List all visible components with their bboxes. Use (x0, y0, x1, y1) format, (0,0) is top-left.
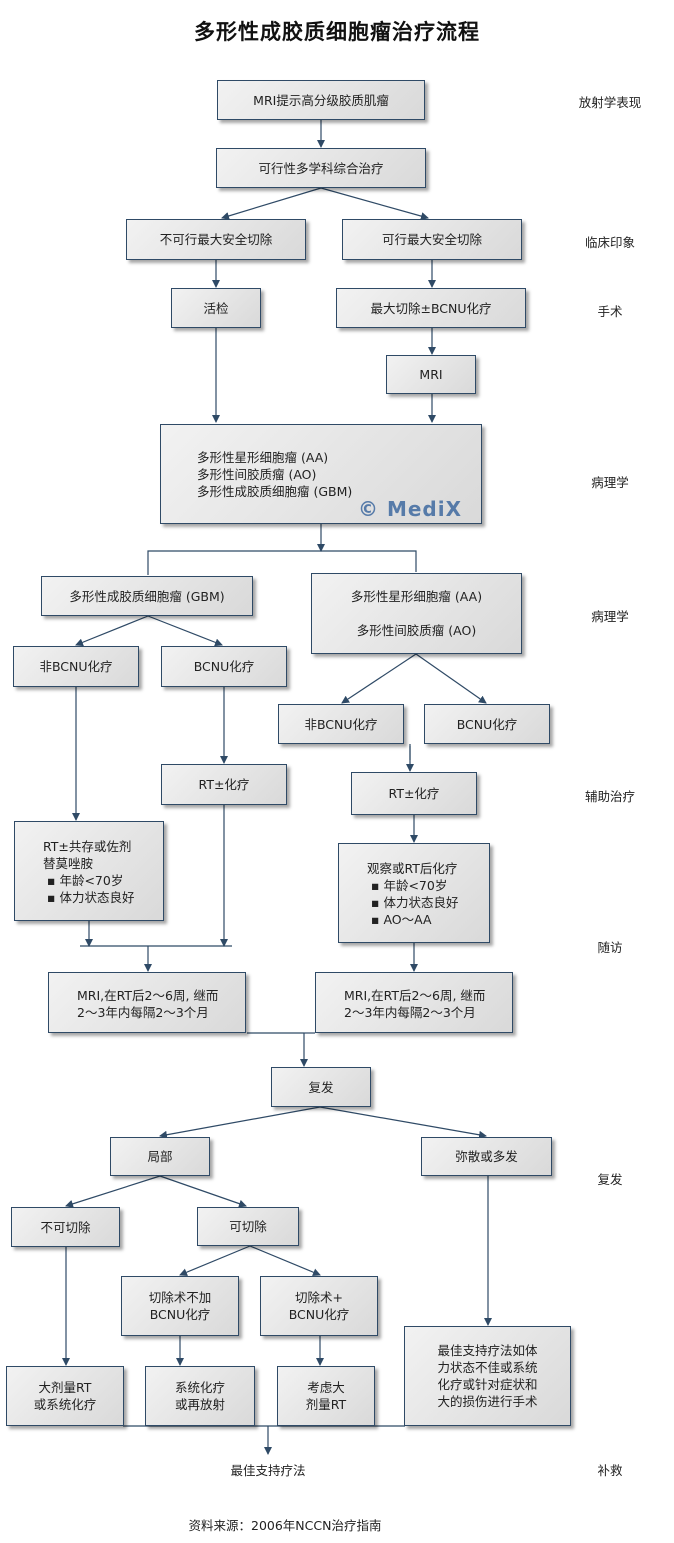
medix-watermark: © MediX (358, 497, 463, 521)
box-not-resectable: 不可行最大安全切除 (126, 219, 306, 260)
resect-no-bcnu-line-1: 切除术不加 (148, 1290, 212, 1305)
box-right-non-bcnu: 非BCNU化疗 (278, 704, 404, 744)
box-gbm: 多形性成胶质细胞瘤 (GBM) (41, 576, 253, 616)
best-support-line-2: 力状态不佳或系统 (437, 1360, 538, 1375)
box-max-resection: 最大切除±BCNU化疗 (336, 288, 526, 328)
side-label-pathology-2: 病理学 (591, 609, 629, 624)
resect-bcnu-line-1: 切除术+ (295, 1290, 343, 1305)
high-dose-rt-line-1: 大剂量RT (38, 1380, 92, 1395)
box-local: 局部 (110, 1137, 210, 1176)
box-resect-no-bcnu: 切除术不加 BCNU化疗 (121, 1276, 239, 1336)
box-rt-temozolomide: RT±共存或佐剂 替莫唑胺 年龄<70岁 体力状态良好 (14, 821, 164, 921)
systemic-line-1: 系统化疗 (174, 1380, 225, 1395)
box-pathology: 多形性星形细胞瘤 (AA) 多形性间胶质瘤 (AO) 多形性成胶质细胞瘤 (GB… (160, 424, 482, 524)
box-high-dose-rt: 大剂量RT 或系统化疗 (6, 1366, 124, 1426)
box-recurrence: 复发 (271, 1067, 371, 1107)
box-left-non-bcnu: 非BCNU化疗 (13, 646, 139, 687)
box-systemic: 系统化疗 或再放射 (145, 1366, 255, 1426)
source-note: 资料来源：2006年NCCN治疗指南 (188, 1518, 382, 1533)
observe-bullet-status: 体力状态良好 (371, 894, 489, 911)
box-resect-bcnu: 切除术+ BCNU化疗 (260, 1276, 378, 1336)
box-feasible-mdt: 可行性多学科综合治疗 (216, 148, 426, 188)
box-best-support: 最佳支持疗法如体 力状态不佳或系统 化疗或针对症状和 大的损伤进行手术 (404, 1326, 571, 1426)
consider-rt-line-1: 考虑大 (307, 1380, 345, 1395)
systemic-line-2: 或再放射 (174, 1397, 225, 1412)
box-observe: 观察或RT后化疗 年龄<70岁 体力状态良好 AO～AA (338, 843, 490, 943)
best-support-therapy: 最佳支持疗法 (230, 1463, 306, 1478)
rt-temo-bullet-age: 年龄<70岁 (47, 872, 163, 889)
box-right-followup: MRI,在RT后2～6周, 继而 2～3年内每隔2～3个月 (315, 972, 513, 1033)
left-followup-line-1: MRI,在RT后2～6周, 继而 (77, 988, 219, 1003)
box-left-bcnu: BCNU化疗 (161, 646, 287, 687)
box-unresectable: 不可切除 (11, 1207, 120, 1247)
box-mri-high-grade: MRI提示高分级胶质肌瘤 (217, 80, 425, 120)
box-right-bcnu: BCNU化疗 (424, 704, 550, 744)
pathology-gbm: 多形性成胶质细胞瘤 (GBM) (197, 484, 353, 499)
observe-line-1: 观察或RT后化疗 (367, 861, 458, 876)
box-consider-rt: 考虑大 剂量RT (277, 1366, 375, 1426)
right-followup-line-2: 2～3年内每隔2～3个月 (344, 1005, 476, 1020)
side-label-followup: 随访 (597, 940, 623, 955)
box-right-rt-chemo: RT±化疗 (351, 772, 477, 815)
side-label-salvage: 补救 (597, 1463, 623, 1478)
best-support-line-4: 大的损伤进行手术 (437, 1394, 538, 1409)
left-followup-line-2: 2～3年内每隔2～3个月 (77, 1005, 209, 1020)
pathology-aa: 多形性星形细胞瘤 (AA) (197, 450, 329, 465)
rt-temo-line-2: 替莫唑胺 (43, 856, 94, 871)
box-resectable2: 可切除 (197, 1207, 299, 1246)
resect-bcnu-line-2: BCNU化疗 (288, 1307, 350, 1322)
box-mri: MRI (386, 355, 476, 394)
box-diffuse: 弥散或多发 (421, 1137, 552, 1176)
aa-label: 多形性星形细胞瘤 (AA) (350, 589, 483, 604)
best-support-line-3: 化疗或针对症状和 (437, 1377, 538, 1392)
rt-temo-line-1: RT±共存或佐剂 (43, 839, 132, 854)
high-dose-rt-line-2: 或系统化疗 (33, 1397, 97, 1412)
box-resectable: 可行最大安全切除 (342, 219, 522, 260)
box-aa-ao: 多形性星形细胞瘤 (AA) 多形性间胶质瘤 (AO) (311, 573, 522, 654)
box-left-followup: MRI,在RT后2～6周, 继而 2～3年内每隔2～3个月 (48, 972, 246, 1033)
side-label-adjuvant: 辅助治疗 (584, 789, 635, 804)
page-title: 多形性成胶质细胞瘤治疗流程 (194, 20, 480, 44)
side-label-surgery: 手术 (597, 304, 623, 319)
side-label-pathology-1: 病理学 (591, 475, 629, 490)
side-label-radiology: 放射学表现 (578, 95, 642, 110)
ao-label: 多形性间胶质瘤 (AO) (356, 623, 477, 638)
box-left-rt-chemo: RT±化疗 (161, 764, 287, 805)
pathology-ao: 多形性间胶质瘤 (AO) (197, 467, 317, 482)
best-support-line-1: 最佳支持疗法如体 (437, 1343, 538, 1358)
observe-bullet-age: 年龄<70岁 (371, 877, 489, 894)
consider-rt-line-2: 剂量RT (305, 1397, 347, 1412)
observe-bullet-ao-aa: AO～AA (371, 911, 489, 928)
right-followup-line-1: MRI,在RT后2～6周, 继而 (344, 988, 486, 1003)
side-label-recurrence: 复发 (597, 1172, 623, 1187)
side-label-clinical: 临床印象 (584, 235, 635, 250)
resect-no-bcnu-line-2: BCNU化疗 (149, 1307, 211, 1322)
box-biopsy: 活检 (171, 288, 261, 328)
rt-temo-bullet-status: 体力状态良好 (47, 889, 163, 906)
